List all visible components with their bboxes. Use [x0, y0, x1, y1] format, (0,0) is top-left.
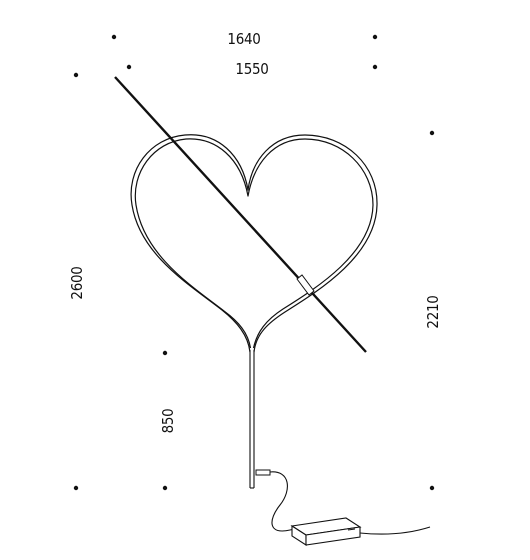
marker-dot [372, 64, 378, 70]
marker-dot [372, 34, 378, 40]
marker-dot [126, 64, 132, 70]
marker-dot [73, 485, 79, 491]
dimension-markers [73, 34, 435, 491]
heart-outline-inner [134, 138, 374, 349]
transformer-detail [347, 528, 356, 531]
dimension-right-height: 2210 [424, 295, 442, 328]
transformer-box [290, 517, 362, 547]
cable-line [269, 471, 301, 532]
heart-tube [130, 134, 378, 353]
transformer-side [305, 526, 361, 546]
marker-dot [429, 485, 435, 491]
cable-connector [255, 469, 271, 476]
dimension-left-height: 2600 [68, 266, 86, 299]
rod-clip [296, 274, 315, 296]
stem [249, 350, 255, 489]
dimension-top-outer: 1640 [227, 30, 260, 48]
diagonal-rod [114, 76, 367, 353]
marker-dot [429, 130, 435, 136]
marker-dot [162, 485, 168, 491]
dimension-stem-height: 850 [159, 409, 177, 434]
dimension-top-inner: 1550 [235, 60, 268, 78]
cable-out [359, 526, 431, 535]
cable [255, 469, 431, 535]
marker-dot [162, 350, 168, 356]
heart-outline-outer [130, 134, 378, 353]
marker-dot [111, 34, 117, 40]
marker-dot [73, 72, 79, 78]
rod-line [114, 76, 367, 353]
